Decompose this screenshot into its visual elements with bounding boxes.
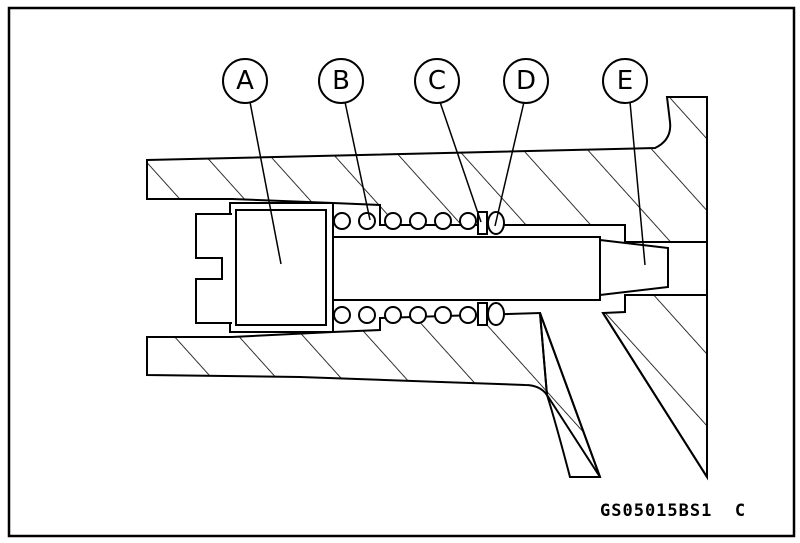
callout-label-e: E [617,66,633,96]
figure-frame [7,6,796,538]
callout-D: D [503,58,549,104]
callout-B: B [318,58,364,104]
plug-bolt [195,202,334,333]
tapered-tip [599,238,669,297]
callout-A: A [222,58,268,104]
callout-C: C [414,58,460,104]
callout-E: E [602,58,648,104]
spring-coils [333,212,477,324]
leader-lines [249,101,646,266]
lower-housing-wall [146,311,549,399]
callout-label-a: A [236,66,254,96]
upper-housing-wall [146,96,708,243]
diagonal-passage [539,242,708,478]
callout-label-c: C [428,66,446,96]
callout-label-d: D [516,66,536,96]
diagonal-passage-wall [601,294,708,481]
shaft [332,236,669,301]
figure-code: GS05015BS1 C [600,501,746,521]
callout-label-b: B [332,66,350,96]
